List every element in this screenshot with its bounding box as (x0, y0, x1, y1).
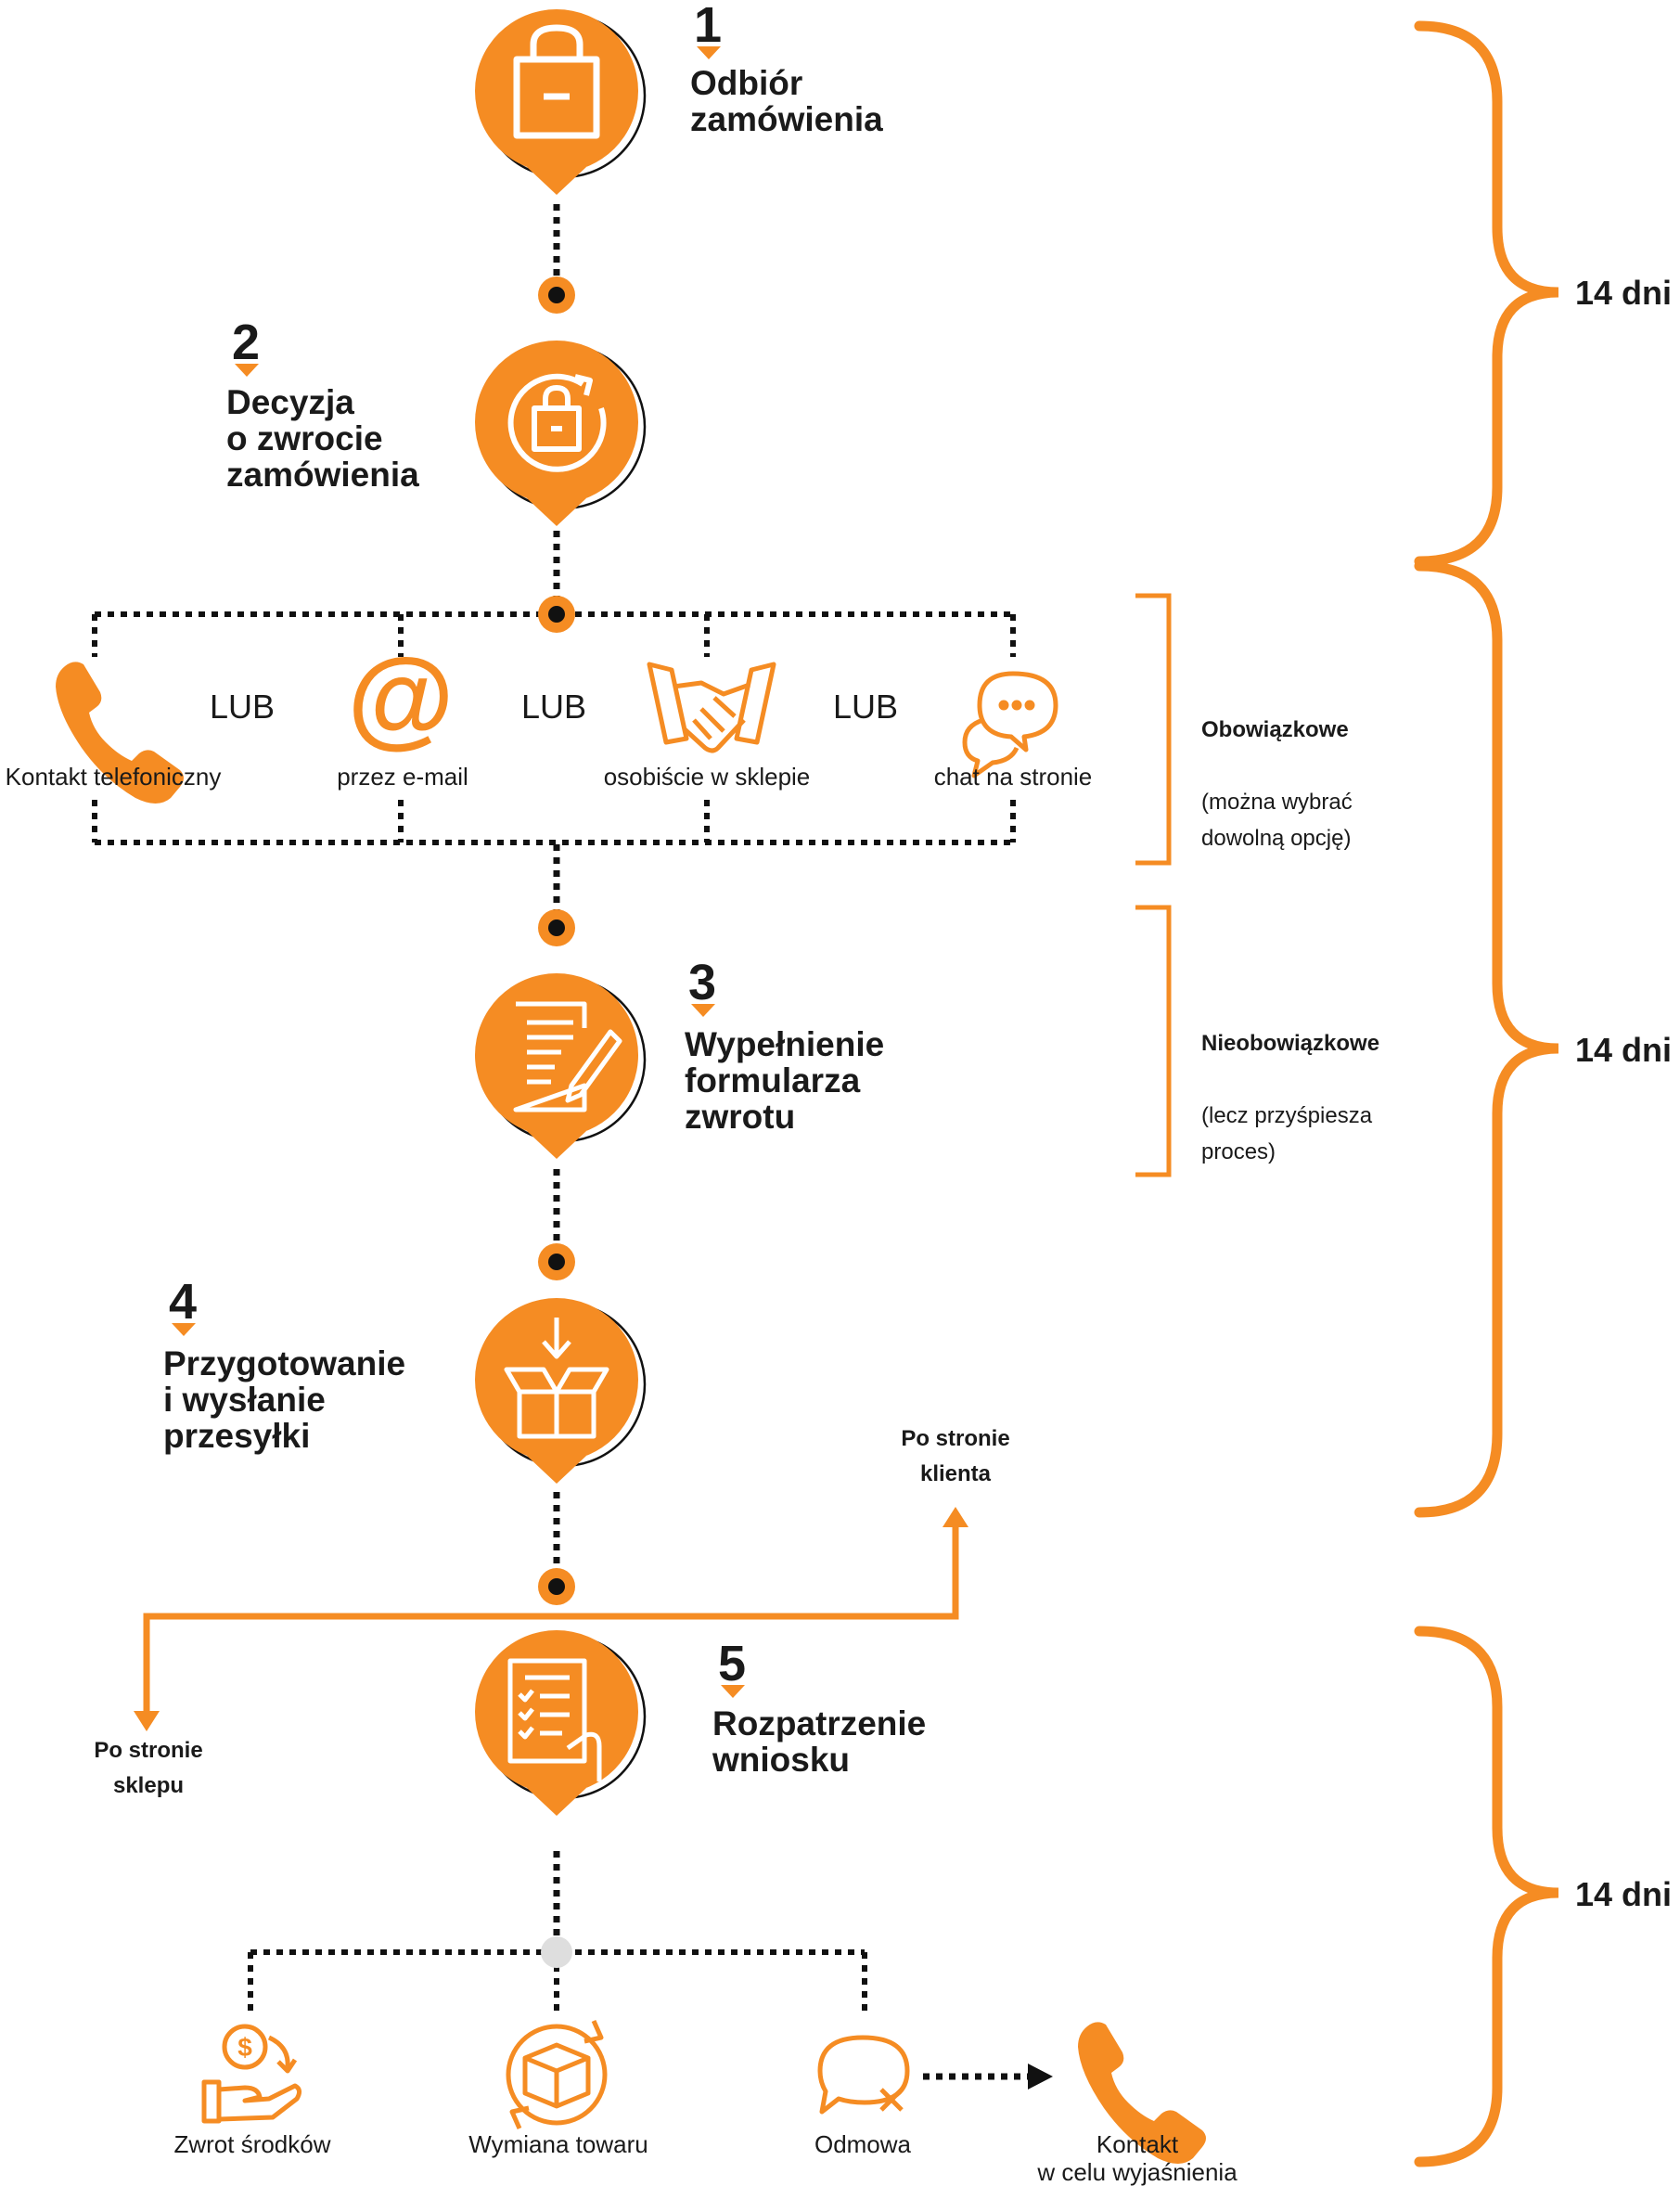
mandatory-description: (można wybrać dowolną opcję) (1201, 790, 1353, 851)
or-separator-1: LUB (210, 688, 276, 726)
step-3-marker (475, 973, 647, 1159)
svg-text:$: $ (237, 2033, 252, 2062)
contact-options-frame (92, 611, 1016, 845)
optional-note: Nieobowiązkowe (lecz przyśpiesza proces) (1201, 989, 1379, 1170)
duration-brace-1 (1414, 20, 1559, 567)
step-2-title: Decyzja o zwrocie zamówienia (226, 383, 419, 494)
outcome-contact-label: Kontakt w celu wyjaśnienia (1037, 2130, 1238, 2186)
shopping-bag-icon (513, 24, 600, 139)
optional-bracket (1135, 905, 1172, 1177)
step-2-number: 2 (232, 315, 261, 370)
arrow-up-client (943, 1507, 968, 1527)
form-pencil-icon (513, 1001, 622, 1112)
bag-return-icon (507, 373, 607, 472)
mandatory-bracket (1135, 593, 1172, 866)
chat-rejected-icon (817, 2035, 910, 2115)
option-phone-label: Kontakt telefoniczny (5, 763, 222, 791)
outcome-rejection-label: Odmowa (814, 2130, 912, 2158)
duration-label-1: 14 dni (1575, 274, 1673, 312)
escalation-phone-icon (1078, 2022, 1206, 2164)
outcome-exchange-label: Wymiana towaru (468, 2130, 648, 2158)
option-chat-label: chat na stronie (933, 763, 1093, 791)
optional-description: (lecz przyśpiesza proces) (1201, 1103, 1373, 1164)
duration-label-3: 14 dni (1575, 1875, 1673, 1913)
phone-icon (56, 662, 184, 804)
responsibility-path (143, 1522, 959, 1717)
duration-brace-3 (1414, 1626, 1559, 2167)
or-separator-3: LUB (833, 688, 899, 726)
checklist-hand-icon (507, 1658, 602, 1781)
duration-brace-2 (1414, 560, 1559, 1518)
step-5-marker (475, 1630, 647, 1816)
box-package-icon (504, 1318, 609, 1439)
step-4-marker (475, 1298, 647, 1484)
step-4-number: 4 (169, 1274, 198, 1330)
step-1-marker (475, 9, 647, 195)
step-5-number: 5 (718, 1636, 747, 1691)
arrow-down-shop (134, 1711, 160, 1731)
handshake-icon (647, 662, 776, 753)
or-separator-2: LUB (521, 688, 587, 726)
step-4-title: Przygotowanie i wysłanie przesyłki (163, 1344, 406, 1455)
box-exchange-icon (506, 2019, 608, 2130)
step-2-pointer (235, 364, 259, 377)
mandatory-title: Obowiązkowe (1201, 717, 1349, 742)
mandatory-note: Obowiązkowe (można wybrać dowolną opcję) (1201, 675, 1353, 856)
optional-title: Nieobowiązkowe (1201, 1031, 1380, 1056)
connector-dots (538, 276, 575, 1968)
duration-label-2: 14 dni (1575, 1031, 1673, 1069)
step-3-title: Wypełnienie formularza zwrotu (685, 1025, 885, 1136)
shop-side-label: Po stronie sklepu (94, 1738, 203, 1798)
at-sign-icon: @ (347, 637, 454, 759)
step-5-pointer (721, 1685, 745, 1698)
outcome-refund-label: Zwrot środków (173, 2130, 331, 2158)
step-1-number: 1 (694, 0, 723, 53)
svg-text:@: @ (347, 637, 454, 759)
step-3-number: 3 (688, 955, 717, 1010)
step-2-marker (475, 341, 647, 526)
step-3-pointer (691, 1004, 715, 1017)
money-refund-icon: $ (201, 2024, 302, 2124)
chat-bubble-icon (962, 671, 1058, 778)
escalation-arrow (1028, 2064, 1053, 2090)
step-1-title: Odbiór zamówienia (690, 64, 883, 138)
step-5-title: Rozpatrzenie wniosku (712, 1704, 927, 1779)
client-side-label: Po stronie klienta (901, 1426, 1010, 1486)
outcome-branch-lines (248, 1949, 1030, 2080)
option-store-label: osobiście w sklepie (603, 763, 811, 791)
step-1-pointer (697, 46, 721, 59)
option-email-label: przez e-mail (337, 763, 468, 791)
step-4-pointer (172, 1323, 196, 1336)
